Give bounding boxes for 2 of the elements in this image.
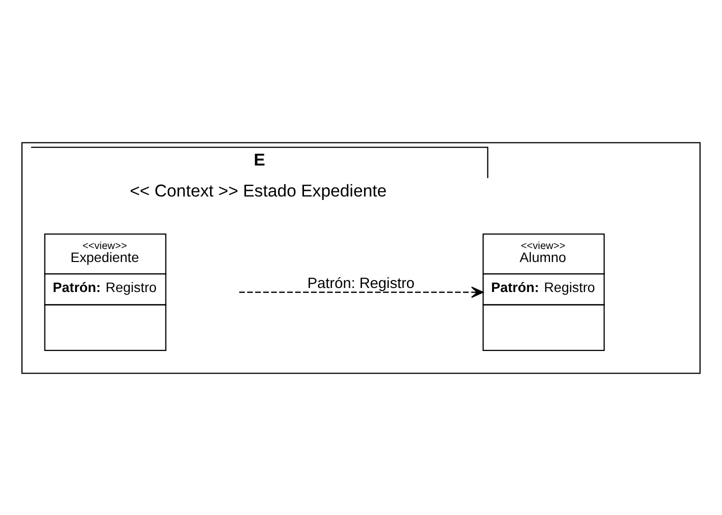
arrow [239, 286, 484, 298]
edge-label: Patrón: Registro [307, 276, 415, 292]
